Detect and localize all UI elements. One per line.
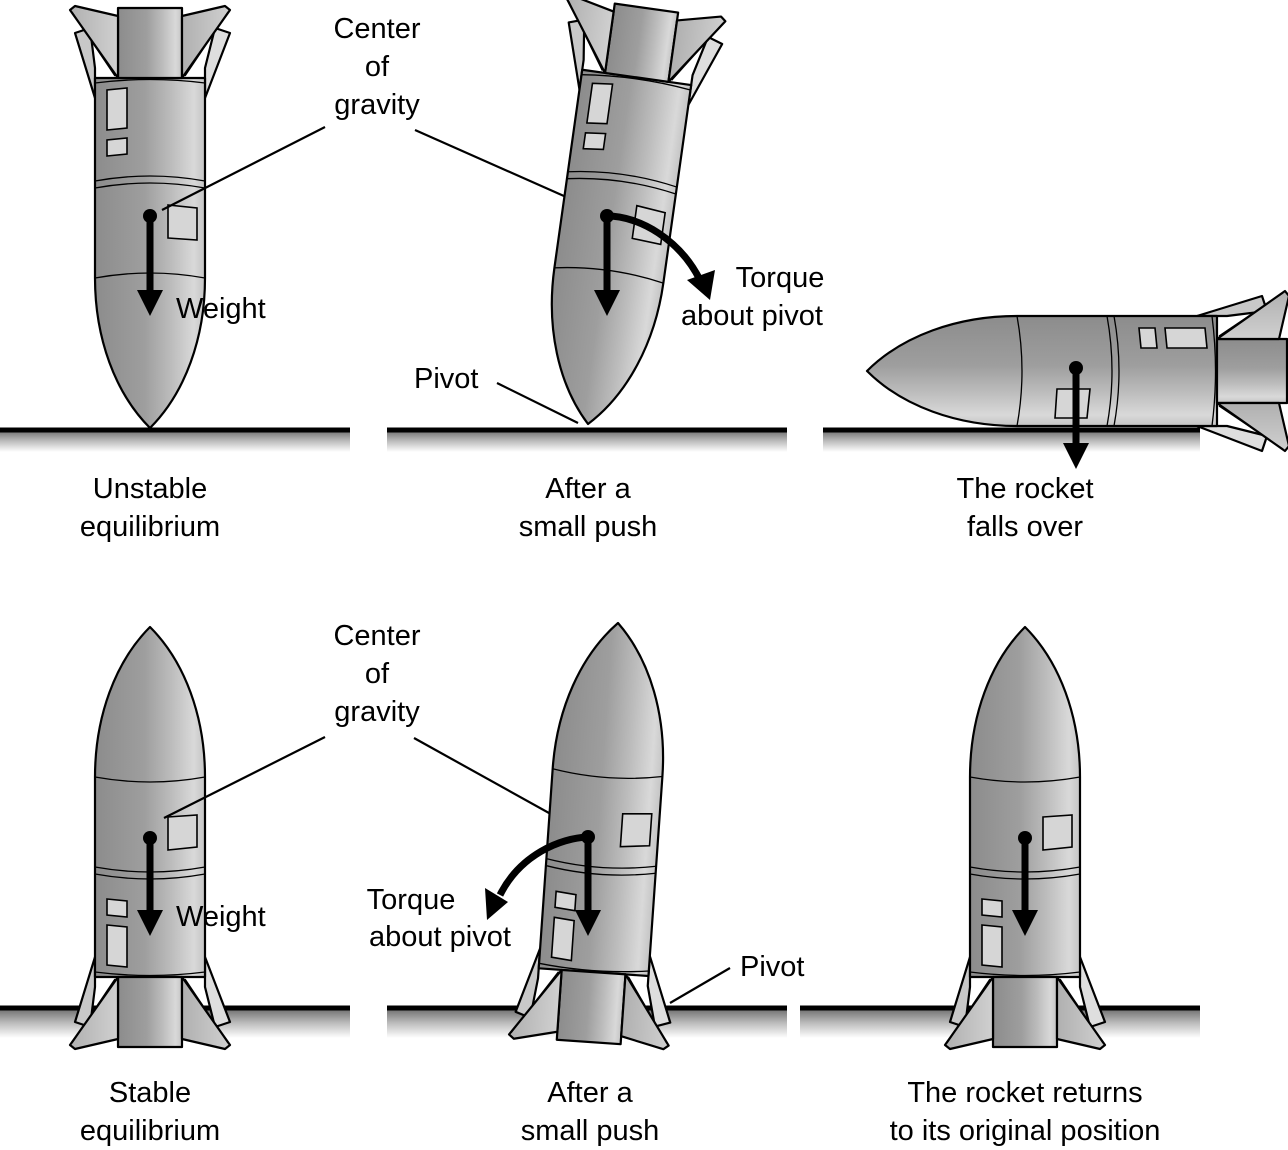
cog-label-top: Center of gravity (333, 13, 420, 121)
weight-arrow (594, 216, 620, 316)
torque-arrow (485, 833, 589, 920)
ground-top-3 (823, 427, 1200, 452)
svg-text:equilibrium: equilibrium (80, 1115, 220, 1147)
svg-text:Unstable: Unstable (93, 473, 207, 505)
svg-text:Torque: Torque (367, 884, 456, 916)
svg-text:equilibrium: equilibrium (80, 511, 220, 543)
weight-arrow (1012, 838, 1038, 936)
torque-arrow (606, 212, 715, 300)
weight-arrow (137, 838, 163, 936)
svg-text:small push: small push (519, 511, 658, 543)
svg-text:The rocket: The rocket (957, 473, 1094, 505)
cog-leader-line (163, 736, 326, 819)
caption-unstable-equilibrium: Unstable equilibrium (80, 473, 220, 543)
caption-returns-original: The rocket returns to its original posit… (890, 1077, 1161, 1147)
weight-arrow (575, 837, 601, 936)
svg-text:about pivot: about pivot (369, 921, 511, 953)
svg-text:Center: Center (333, 620, 420, 652)
weight-arrow (137, 216, 163, 316)
svg-text:gravity: gravity (334, 696, 420, 728)
pivot-leader-line (496, 382, 579, 424)
svg-text:gravity: gravity (334, 89, 420, 121)
torque-label: Torque about pivot (681, 262, 824, 332)
pivot-label: Pivot (740, 951, 804, 983)
weight-label: Weight (176, 293, 266, 325)
pivot-label: Pivot (414, 363, 478, 395)
pivot-leader-line (669, 967, 731, 1004)
svg-text:of: of (365, 658, 390, 690)
svg-text:to its original position: to its original position (890, 1115, 1161, 1147)
caption-after-push-bottom: After a small push (521, 1077, 660, 1147)
svg-text:The rocket returns: The rocket returns (907, 1077, 1142, 1109)
rocket-stable-tilted (507, 616, 699, 1051)
weight-label: Weight (176, 901, 266, 933)
svg-text:After a: After a (547, 1077, 633, 1109)
svg-text:falls over: falls over (967, 511, 1083, 543)
cog-leader-line (161, 126, 326, 211)
svg-text:Torque: Torque (736, 262, 825, 294)
svg-text:After a: After a (545, 473, 631, 505)
svg-text:Center: Center (333, 13, 420, 45)
weight-arrow (1063, 368, 1089, 469)
svg-text:Stable: Stable (109, 1077, 191, 1109)
svg-text:small push: small push (521, 1115, 660, 1147)
caption-stable-equilibrium: Stable equilibrium (80, 1077, 220, 1147)
cog-label-bottom: Center of gravity (333, 620, 420, 728)
caption-after-push-top: After a small push (519, 473, 658, 543)
torque-label: Torque about pivot (367, 884, 511, 953)
caption-falls-over: The rocket falls over (957, 473, 1094, 543)
ground-top-2 (387, 427, 787, 452)
svg-text:about pivot: about pivot (681, 300, 823, 332)
svg-text:of: of (365, 51, 390, 83)
ground-top-1 (0, 427, 350, 452)
